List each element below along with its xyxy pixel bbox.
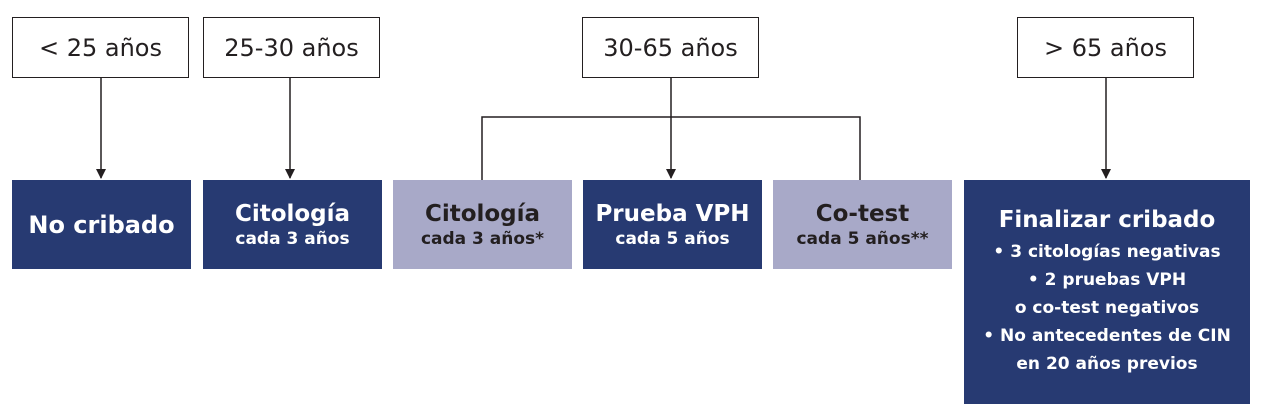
cytology-25-30-box: Citología cada 3 años	[203, 180, 382, 269]
finish-criterion: en 20 años previos	[1016, 354, 1198, 374]
finish-criterion: o co-test negativos	[1014, 298, 1200, 318]
finish-criterion: • 3 citologías negativas	[993, 242, 1221, 262]
no-screening-title: No cribado	[28, 210, 175, 239]
cytology-30-65-box: Citología cada 3 años*	[393, 180, 572, 269]
no-screening-box: No cribado	[12, 180, 191, 269]
age-label: 30-65 años	[603, 33, 738, 62]
hpv-test-box: Prueba VPH cada 5 años	[583, 180, 762, 269]
hpv-test-title: Prueba VPH	[595, 200, 750, 227]
finish-screening-box: Finalizar cribado • 3 citologías negativ…	[964, 180, 1250, 404]
age-box-30-65: 30-65 años	[582, 17, 759, 78]
age-box-over-65: > 65 años	[1017, 17, 1194, 78]
age-label: 25-30 años	[224, 33, 359, 62]
age-label: > 65 años	[1043, 33, 1167, 62]
cytology-interval: cada 3 años*	[420, 228, 545, 249]
cotest-box: Co-test cada 5 años**	[773, 180, 952, 269]
age-box-25-30: 25-30 años	[203, 17, 380, 78]
branch-line-30-65	[481, 116, 861, 181]
age-label: < 25 años	[38, 33, 162, 62]
cytology-title: Citología	[234, 200, 351, 227]
cytology-title: Citología	[424, 200, 541, 227]
finish-criterion: • No antecedentes de CIN	[983, 326, 1231, 346]
finish-screening-title: Finalizar cribado	[998, 207, 1216, 233]
cotest-title: Co-test	[815, 200, 910, 227]
age-box-under-25: < 25 años	[12, 17, 189, 78]
cotest-interval: cada 5 años**	[796, 228, 929, 249]
finish-criterion: • 2 pruebas VPH	[1027, 270, 1187, 290]
hpv-test-interval: cada 5 años	[615, 228, 730, 249]
cytology-interval: cada 3 años	[235, 228, 350, 249]
